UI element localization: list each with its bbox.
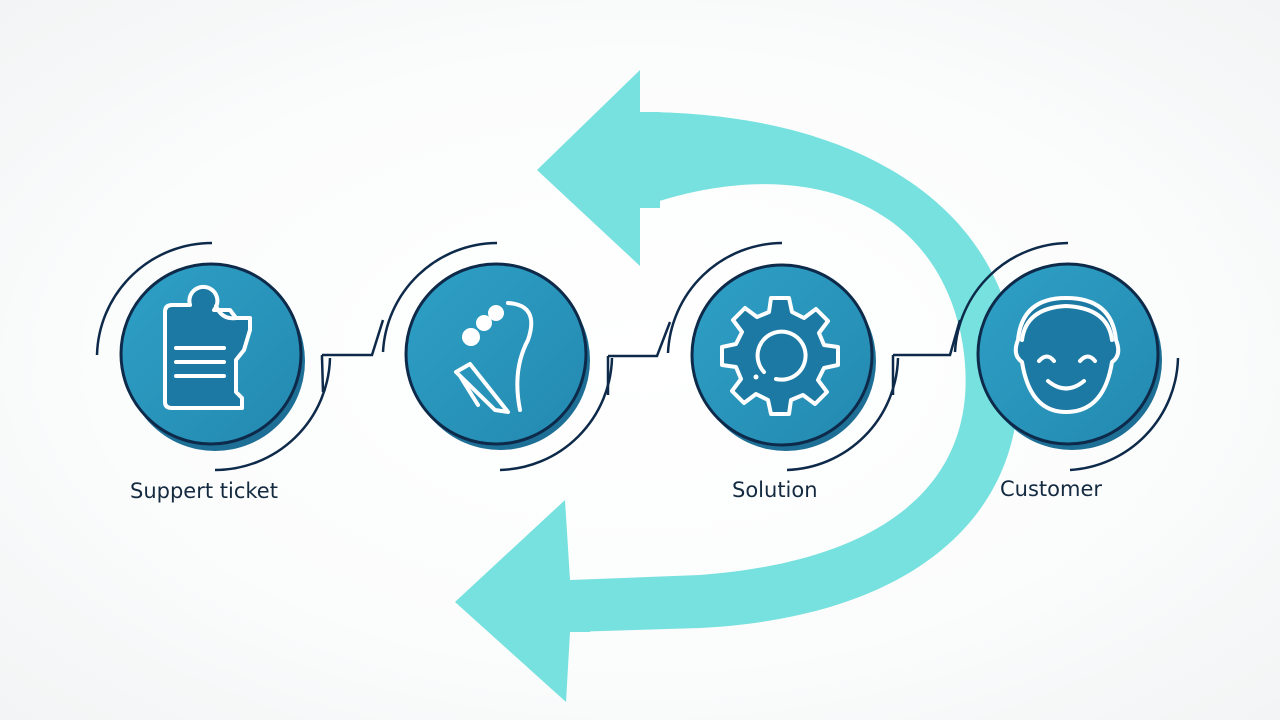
clipboard-ticket-icon (163, 284, 252, 410)
connector-3 (891, 319, 962, 395)
node-support-ticket (95, 241, 332, 472)
node-customer (953, 241, 1180, 472)
bottom-arrowhead-icon (455, 500, 590, 702)
outer-arc-left (95, 241, 213, 356)
label-solution: Solution (732, 478, 818, 502)
outer-arc-right (214, 357, 332, 472)
smiley-face-icon (1013, 296, 1121, 414)
node-solution (666, 241, 900, 472)
top-arrowhead-icon (537, 70, 660, 266)
feedback-arrow-body (570, 112, 1019, 632)
connector-2 (606, 321, 672, 395)
feedback-loop-arrow (455, 70, 1019, 702)
label-customer: Customer (1000, 477, 1103, 501)
gear-icon (720, 296, 840, 416)
node-analysis (381, 241, 614, 472)
connector-1 (320, 319, 385, 393)
label-support-ticket: Suppert ticket (130, 479, 278, 503)
feedback-arrow-body-upper (638, 112, 990, 330)
abstract-tool-icon (454, 301, 534, 414)
